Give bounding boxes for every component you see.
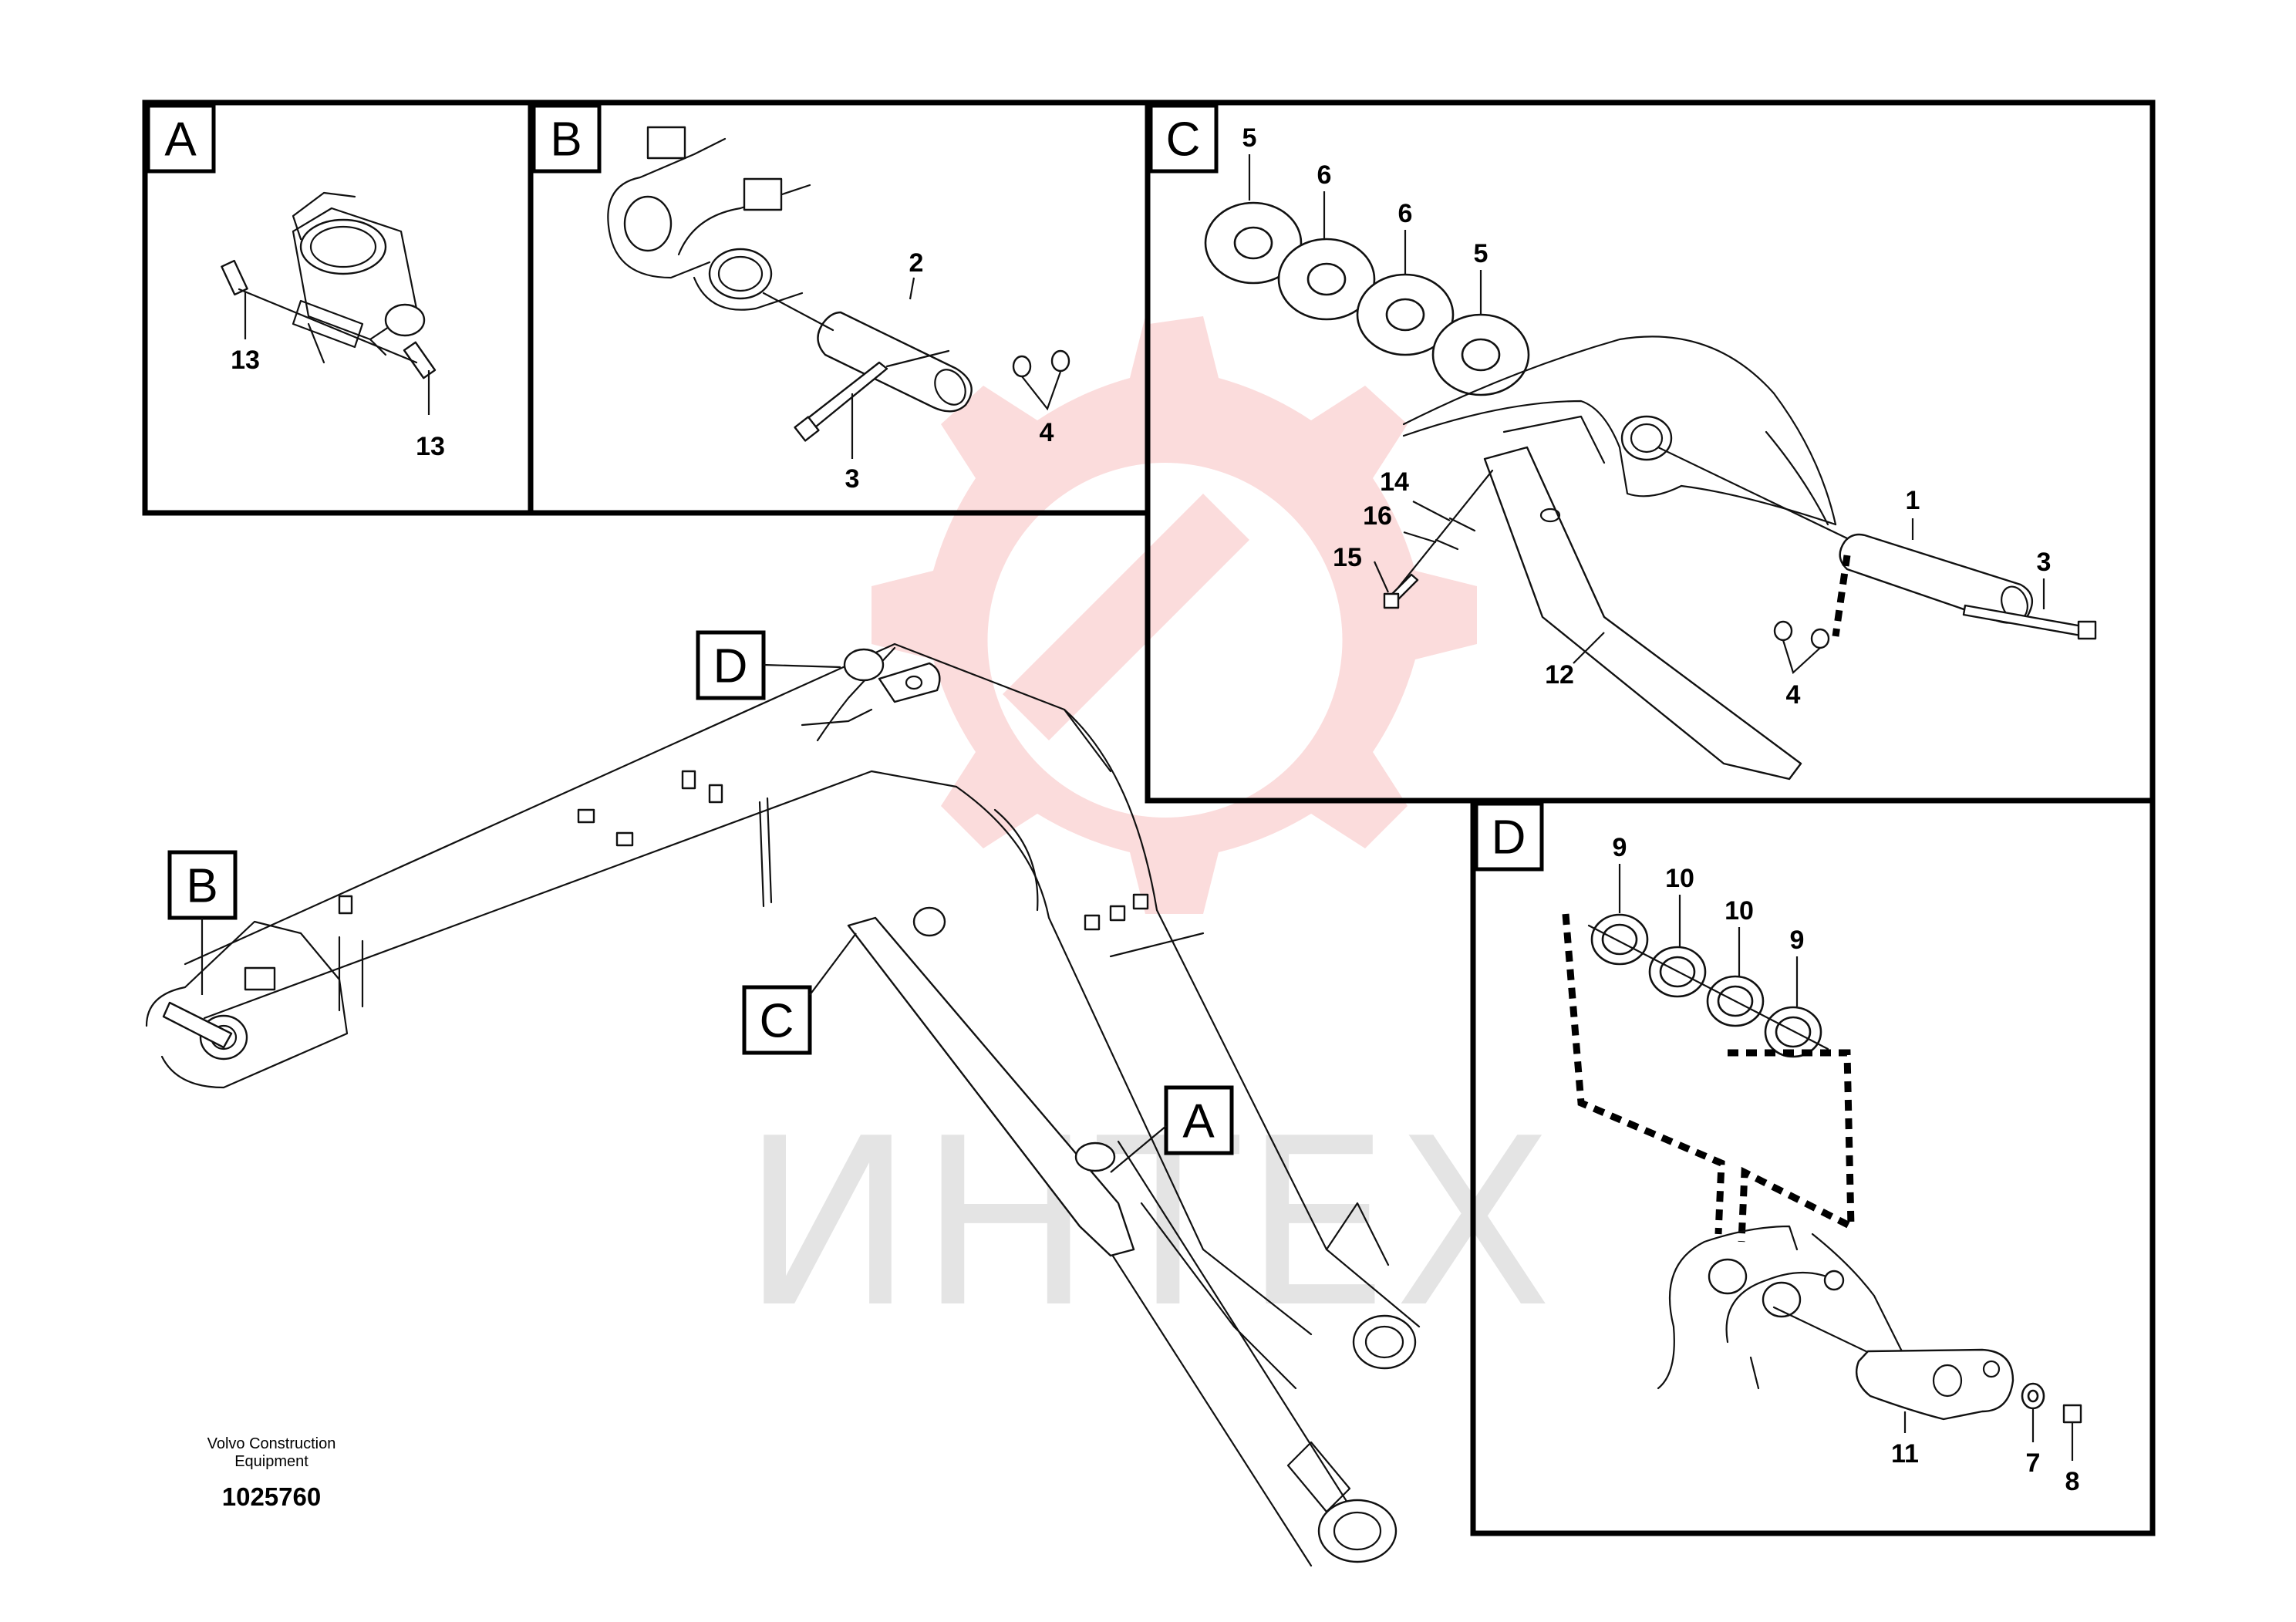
callout-10-right: 10 [1725, 896, 1754, 926]
callout-6-left: 6 [1317, 160, 1332, 190]
watermark-logo [872, 316, 1477, 914]
callout-2: 2 [909, 248, 924, 278]
watermark-text: ИНТЕХ [741, 1089, 1557, 1358]
boom-foot-drawing [607, 126, 811, 311]
callout-9-right: 9 [1790, 926, 1805, 955]
panel-c: C 5 6 6 5 12 [1145, 99, 2156, 804]
boom-section-drawing [1402, 336, 1837, 526]
callout-3-c: 3 [2037, 548, 2052, 577]
nut-4b [1050, 349, 1070, 373]
hatched-outline-left [1562, 913, 1725, 1235]
tag-a-main: A [1110, 1085, 1234, 1173]
panel-a: A 13 13 [142, 99, 534, 516]
tag-d-leader [763, 663, 841, 669]
leader-16 [1403, 531, 1437, 544]
boom-tip-drawing [1657, 1225, 1907, 1390]
tag-d-main-label: D [713, 640, 748, 693]
bolt-8 [2062, 1404, 2082, 1424]
drawing-number: 1025760 [222, 1482, 321, 1511]
callout-7: 7 [2026, 1448, 2041, 1478]
footer-company-line1: Volvo Construction [207, 1435, 336, 1452]
callout-4-c: 4 [1786, 680, 1801, 710]
boom-assembly-drawing [145, 642, 1421, 1567]
washer-14 [1448, 517, 1476, 532]
tag-b-main: B [167, 850, 238, 995]
leader-4 [1021, 371, 1062, 411]
leader-12 [1573, 632, 1605, 664]
tag-c-main-label: C [760, 995, 794, 1048]
tag-a-leader [1110, 1125, 1167, 1173]
leader-4-c [1782, 639, 1821, 674]
footer-company-line2: Equipment [234, 1453, 308, 1470]
washer-stack-d [1590, 913, 1822, 1058]
callout-14: 14 [1380, 467, 1409, 497]
bolt-3 [801, 361, 888, 432]
hatched-link-c [1832, 555, 1851, 637]
callout-13-right: 13 [416, 432, 445, 461]
leader-2 [909, 277, 915, 300]
tag-c-leader [809, 932, 857, 996]
panel-d: D 9 10 10 9 [1470, 798, 2156, 1536]
callout-15: 15 [1333, 543, 1362, 572]
panel-a-label: A [164, 113, 197, 167]
tag-d-main: D [696, 630, 841, 700]
tag-b-main-label: B [186, 860, 217, 913]
panel-d-label: D [1492, 811, 1526, 865]
cylinder-end-drawing [292, 191, 426, 364]
panel-c-label: C [1166, 113, 1201, 167]
nut-4c [1773, 620, 1793, 642]
lock-pin-left [221, 259, 248, 296]
hatched-outline-right [1728, 1049, 1855, 1243]
callout-11: 11 [1891, 1439, 1919, 1469]
tag-a-main-label: A [1182, 1095, 1215, 1148]
nut-4d [1810, 628, 1830, 649]
washer-axis-d [1587, 924, 1829, 1050]
callout-8: 8 [2065, 1467, 2080, 1496]
panel-a-label-box [146, 103, 216, 174]
pin-axis-line [238, 288, 418, 364]
callout-4: 4 [1040, 418, 1054, 447]
pin-2 [817, 311, 973, 413]
tag-c-main: C [742, 932, 857, 1055]
panel-c-label-box [1148, 103, 1219, 174]
leader-14 [1412, 501, 1451, 521]
plate-12 [1483, 446, 1802, 781]
panel-d-label-box [1474, 801, 1544, 872]
callout-1: 1 [1906, 486, 1920, 515]
callout-13-left: 13 [231, 346, 260, 375]
callout-9-left: 9 [1613, 833, 1627, 862]
leader-15 [1373, 561, 1390, 593]
callout-5-left: 5 [1242, 123, 1257, 153]
pin-1-axis [1657, 446, 1868, 549]
callout-3: 3 [845, 464, 860, 494]
nut-4a [1012, 355, 1032, 378]
callout-16: 16 [1363, 501, 1392, 531]
panel-b-label: B [550, 113, 582, 167]
washer-stack-c [1204, 201, 1530, 396]
callout-5-right: 5 [1474, 239, 1489, 268]
panel-d-frame [1470, 798, 2156, 1536]
callout-12: 12 [1545, 660, 1574, 690]
washer-16 [1435, 538, 1459, 551]
callout-6-right: 6 [1398, 199, 1413, 228]
panel-b: B 2 3 4 [528, 99, 1151, 516]
callout-10-left: 10 [1665, 864, 1694, 893]
panel-b-label-box [531, 103, 602, 174]
